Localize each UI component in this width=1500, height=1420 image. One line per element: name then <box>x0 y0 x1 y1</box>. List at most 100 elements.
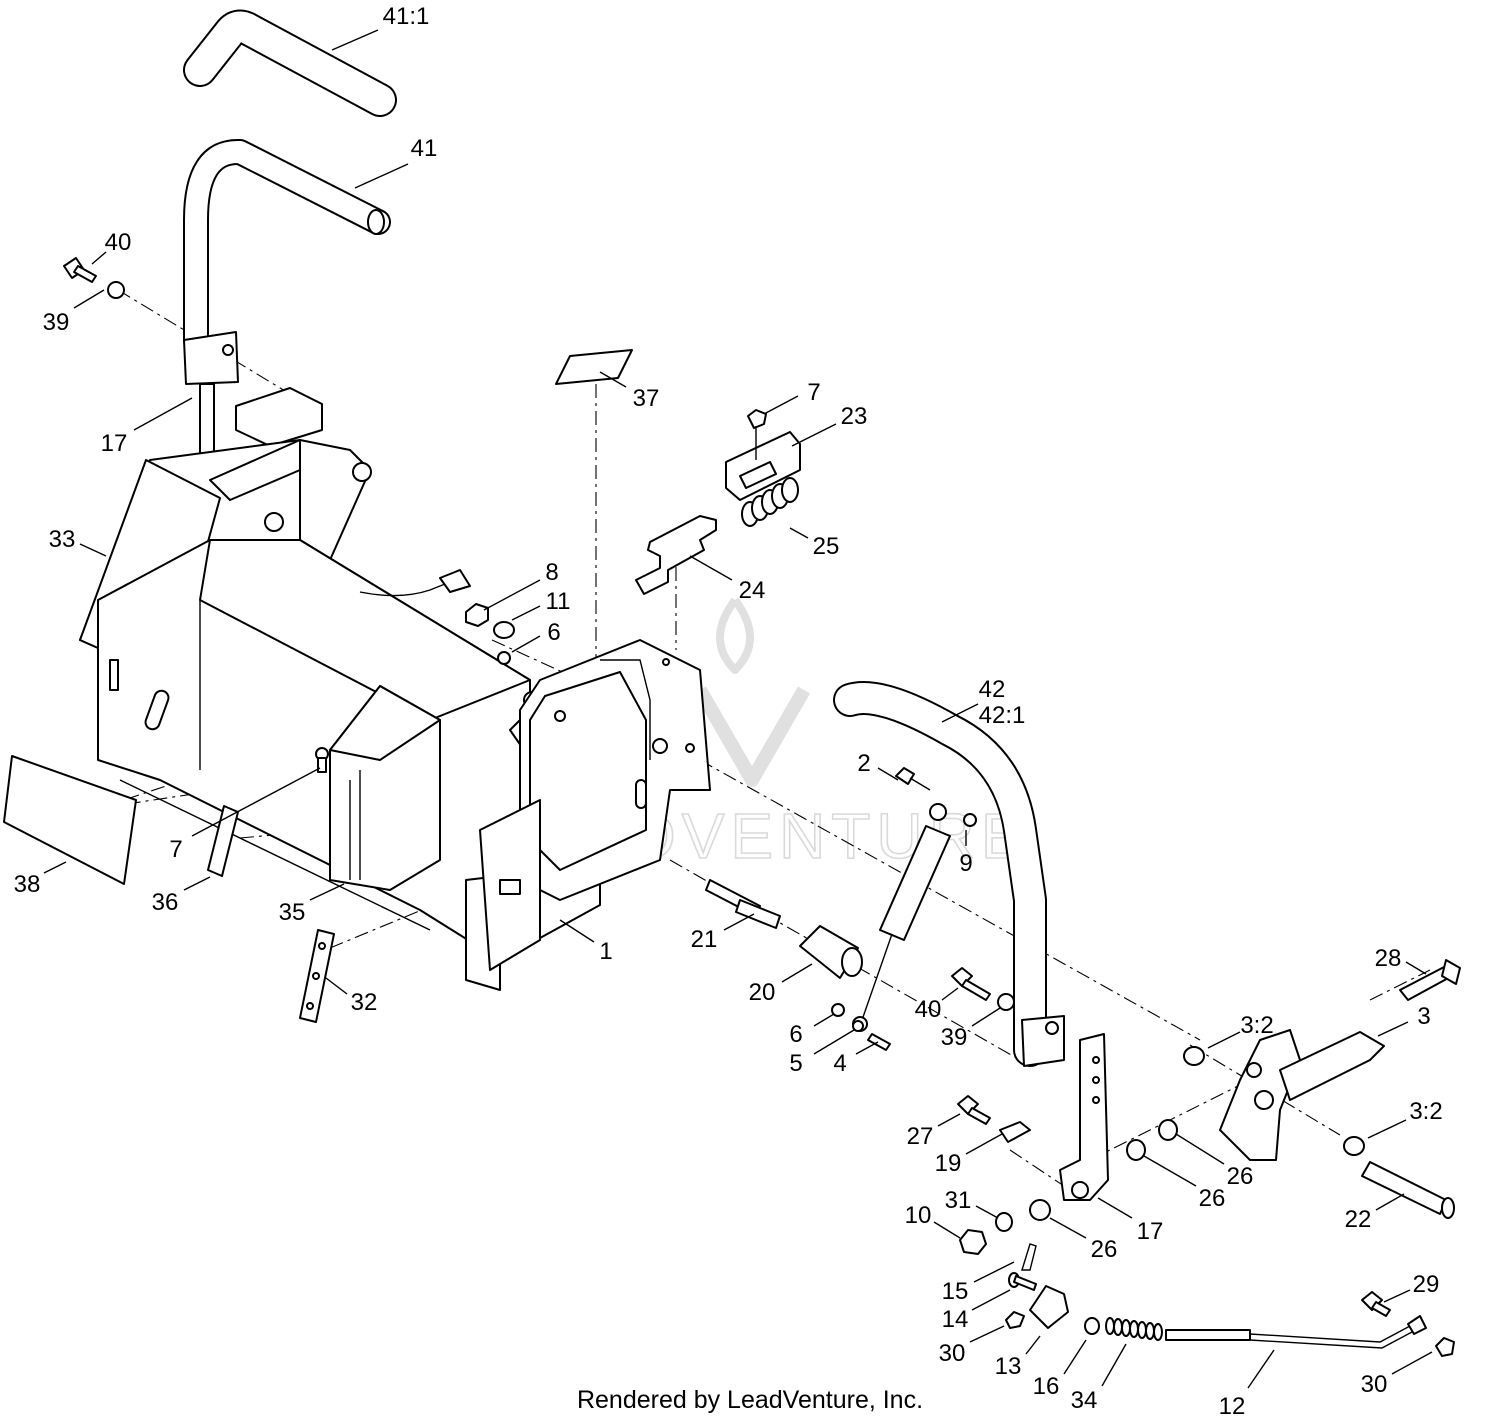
handle-grip-part-41-1 <box>183 9 397 117</box>
leader-line <box>1247 1349 1275 1389</box>
nut-part-30-left <box>1005 1311 1025 1329</box>
leader-line <box>971 1289 1011 1311</box>
part-callout-7: 7 <box>169 836 182 863</box>
part-callout-22: 22 <box>1345 1206 1372 1233</box>
leader-line <box>813 1013 835 1027</box>
leader-line <box>969 1325 1005 1343</box>
leader-line <box>483 579 541 611</box>
leader-line <box>789 527 809 539</box>
part-callout-39: 39 <box>941 1024 968 1051</box>
leader-line <box>1375 1193 1405 1211</box>
leader-line <box>133 397 193 431</box>
part-callout-12: 12 <box>1219 1393 1246 1420</box>
washer-part-16 <box>1084 1317 1100 1335</box>
washer-part-39-upper <box>107 281 125 299</box>
nut-part-8 <box>465 603 489 627</box>
leader-line <box>43 861 67 874</box>
part-callout-40: 40 <box>105 229 132 256</box>
spring-part-25 <box>741 477 799 527</box>
leader-line <box>309 883 345 901</box>
washer-part-31 <box>995 1212 1013 1232</box>
part-callout-23: 23 <box>841 403 868 430</box>
leader-line <box>689 555 733 581</box>
part-callout-33: 33 <box>49 526 76 553</box>
leader-line <box>331 29 379 51</box>
screw-part-7-upper <box>747 409 767 460</box>
pin-part-22 <box>1361 1161 1455 1219</box>
part-callout-14: 14 <box>942 1306 969 1333</box>
part-callout-17: 17 <box>1137 1218 1164 1245</box>
leader-line <box>91 251 107 265</box>
leader-line <box>559 919 595 943</box>
part-callout-3-2: 3:2 <box>1409 1098 1442 1125</box>
part-callout-35: 35 <box>279 899 306 926</box>
leader-line <box>763 395 799 415</box>
washer-part-11 <box>493 621 515 639</box>
part-callout-13: 13 <box>995 1353 1022 1380</box>
pin-part-14 <box>1008 1272 1037 1291</box>
washer-part-26-a <box>1158 1119 1178 1141</box>
bushing-part-3-2-lower <box>1343 1136 1365 1156</box>
bolt-part-40-lower <box>951 967 991 1001</box>
leader-line <box>973 1261 1015 1283</box>
pedal-arm-part-3 <box>1219 1029 1385 1161</box>
leader-line <box>933 1221 961 1239</box>
part-callout-16: 16 <box>1033 1373 1060 1400</box>
lever-arm-part-17 <box>1059 1033 1109 1201</box>
part-callout-5: 5 <box>789 1050 802 1077</box>
leader-line <box>971 1007 1001 1027</box>
leader-line <box>1377 1021 1409 1037</box>
part-callout-6: 6 <box>789 1021 802 1048</box>
part-callout-28: 28 <box>1375 945 1402 972</box>
leader-line <box>877 767 899 781</box>
part-callout-15: 15 <box>942 1278 969 1305</box>
strip-part-36 <box>207 805 239 877</box>
leader-line <box>1101 1343 1127 1387</box>
bolt-part-2 <box>895 767 931 791</box>
washer-part-26-b <box>1126 1139 1146 1161</box>
part-callout-40: 40 <box>915 996 942 1023</box>
leader-line <box>813 1029 855 1055</box>
washer-part-9 <box>963 813 977 827</box>
leader-line <box>1063 1339 1087 1375</box>
part-callout-3: 3 <box>1417 1003 1430 1030</box>
leader-line <box>855 1041 879 1055</box>
part-callout-10: 10 <box>905 1202 932 1229</box>
clip-part-19 <box>999 1121 1031 1143</box>
handle-bar-part-42 <box>833 681 1065 1067</box>
part-callout-34: 34 <box>1071 1387 1098 1414</box>
cotter-pin-part-15 <box>1021 1243 1037 1271</box>
part-callout-4: 4 <box>833 1050 846 1077</box>
leader-line <box>937 1113 961 1127</box>
leader-line <box>1391 1351 1433 1375</box>
part-callout-39: 39 <box>43 309 70 336</box>
spring-part-34 <box>1105 1317 1163 1341</box>
front-plate <box>465 799 541 991</box>
latch-part-24 <box>635 515 717 595</box>
leader-line <box>941 987 959 1001</box>
part-callout-17: 17 <box>101 430 128 457</box>
link-part-32 <box>299 929 335 1023</box>
bushing-part-20 <box>799 925 863 979</box>
leader-line <box>1049 1217 1087 1239</box>
watermark-logo <box>693 597 811 787</box>
leader-line <box>183 876 211 891</box>
washer-part-26-c <box>1029 1199 1051 1221</box>
leader-line <box>511 635 541 653</box>
part-callout-25: 25 <box>813 533 840 560</box>
part-callout-31: 31 <box>945 1187 972 1214</box>
handle-bar-part-41 <box>183 139 391 465</box>
side-plate <box>519 639 711 901</box>
part-callout-26: 26 <box>1227 1163 1254 1190</box>
leader-line <box>965 1133 1003 1155</box>
part-callout-42-1: 42:1 <box>979 702 1026 729</box>
part-callout-26: 26 <box>1091 1236 1118 1263</box>
leader-line <box>73 289 105 309</box>
leader-line <box>1143 1155 1197 1187</box>
leader-line <box>191 767 321 837</box>
leader-line <box>79 543 107 557</box>
nut-part-6-lower <box>831 1003 845 1017</box>
